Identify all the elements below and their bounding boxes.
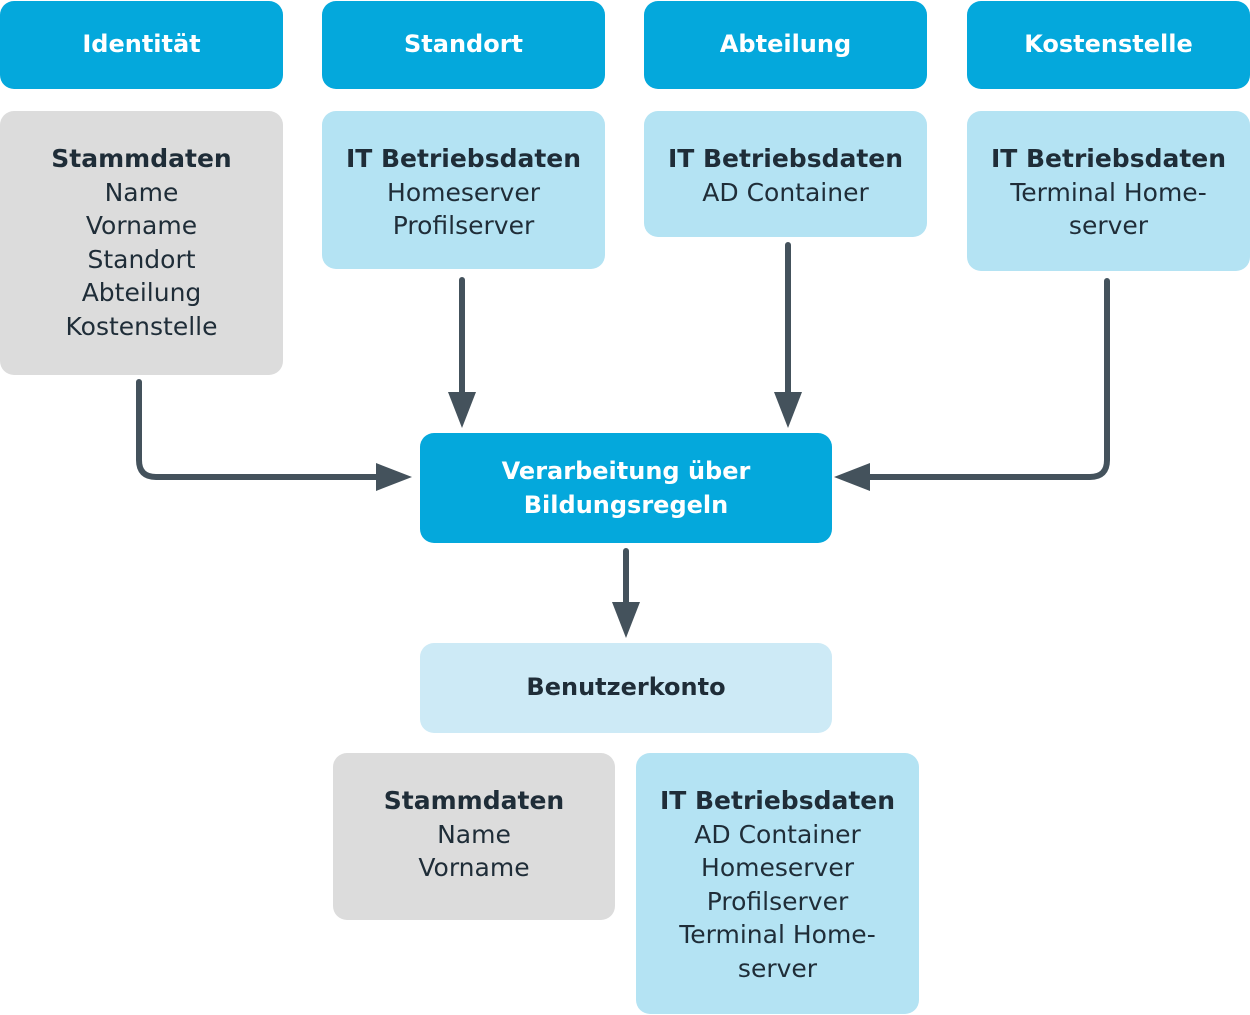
account-it-item: AD Container (694, 819, 861, 849)
department-it-data-title: IT Betriebsdaten (667, 144, 904, 173)
department-item: AD Container (702, 177, 869, 207)
arrowhead-location (448, 392, 476, 428)
cost-center-item: Terminal Home- (1010, 177, 1207, 207)
user-account-title: Benutzerkonto (526, 673, 726, 702)
account-it-item: Homeserver (701, 853, 854, 882)
location-it-data-box: IT Betriebsdaten Homeserver Profilserver (322, 111, 605, 269)
identity-item: Name (104, 177, 179, 207)
account-master-data-title: Stammdaten (383, 786, 565, 815)
header-cost-center-label: Kostenstelle (1024, 30, 1193, 59)
arrowhead-account (612, 602, 640, 638)
location-item: Profilserver (392, 211, 535, 240)
processing-box: Verarbeitung über Bildungsregeln (420, 433, 832, 543)
identity-item: Vorname (85, 211, 198, 240)
identity-item: Kostenstelle (65, 311, 218, 341)
processing-line-1: Verarbeitung über (501, 457, 751, 485)
header-identity-label: Identität (82, 30, 201, 59)
user-account-box: Benutzerkonto (420, 643, 832, 733)
arrowhead-costcenter (834, 463, 870, 491)
header-identity: Identität (0, 1, 283, 89)
identity-master-data-box: Stammdaten Name Vorname Standort Abteilu… (0, 111, 283, 375)
identity-master-data-title: Stammdaten (51, 144, 232, 173)
cost-center-it-data-title: IT Betriebsdaten (990, 144, 1227, 173)
identity-item: Standort (87, 244, 196, 274)
account-it-item: Profilserver (706, 886, 849, 916)
account-master-item: Name (437, 819, 511, 849)
arrowhead-identity (376, 463, 412, 491)
processing-line-2: Bildungsregeln (523, 491, 729, 519)
account-master-data-box: Stammdaten Name Vorname (333, 753, 615, 920)
location-it-data-title: IT Betriebsdaten (345, 144, 582, 173)
cost-center-it-data-box: IT Betriebsdaten Terminal Home- server (967, 111, 1250, 271)
arrowhead-department (774, 392, 802, 428)
cost-center-item: server (1068, 211, 1149, 240)
account-it-data-box: IT Betriebsdaten AD Container Homeserver… (636, 753, 919, 1014)
account-master-item: Vorname (418, 853, 530, 882)
location-item: Homeserver (387, 177, 540, 207)
account-it-item: Terminal Home- (679, 920, 876, 949)
arrow-identity-to-process (136, 379, 385, 480)
header-cost-center: Kostenstelle (967, 1, 1250, 89)
identity-item: Abteilung (81, 278, 202, 307)
account-it-data-title: IT Betriebsdaten (659, 786, 896, 815)
account-it-item: server (737, 953, 818, 983)
header-department-label: Abteilung (719, 30, 852, 59)
header-location: Standort (322, 1, 605, 89)
arrow-costcenter-to-process (861, 278, 1110, 480)
department-it-data-box: IT Betriebsdaten AD Container (644, 111, 927, 237)
header-location-label: Standort (403, 30, 523, 59)
header-department: Abteilung (644, 1, 927, 89)
